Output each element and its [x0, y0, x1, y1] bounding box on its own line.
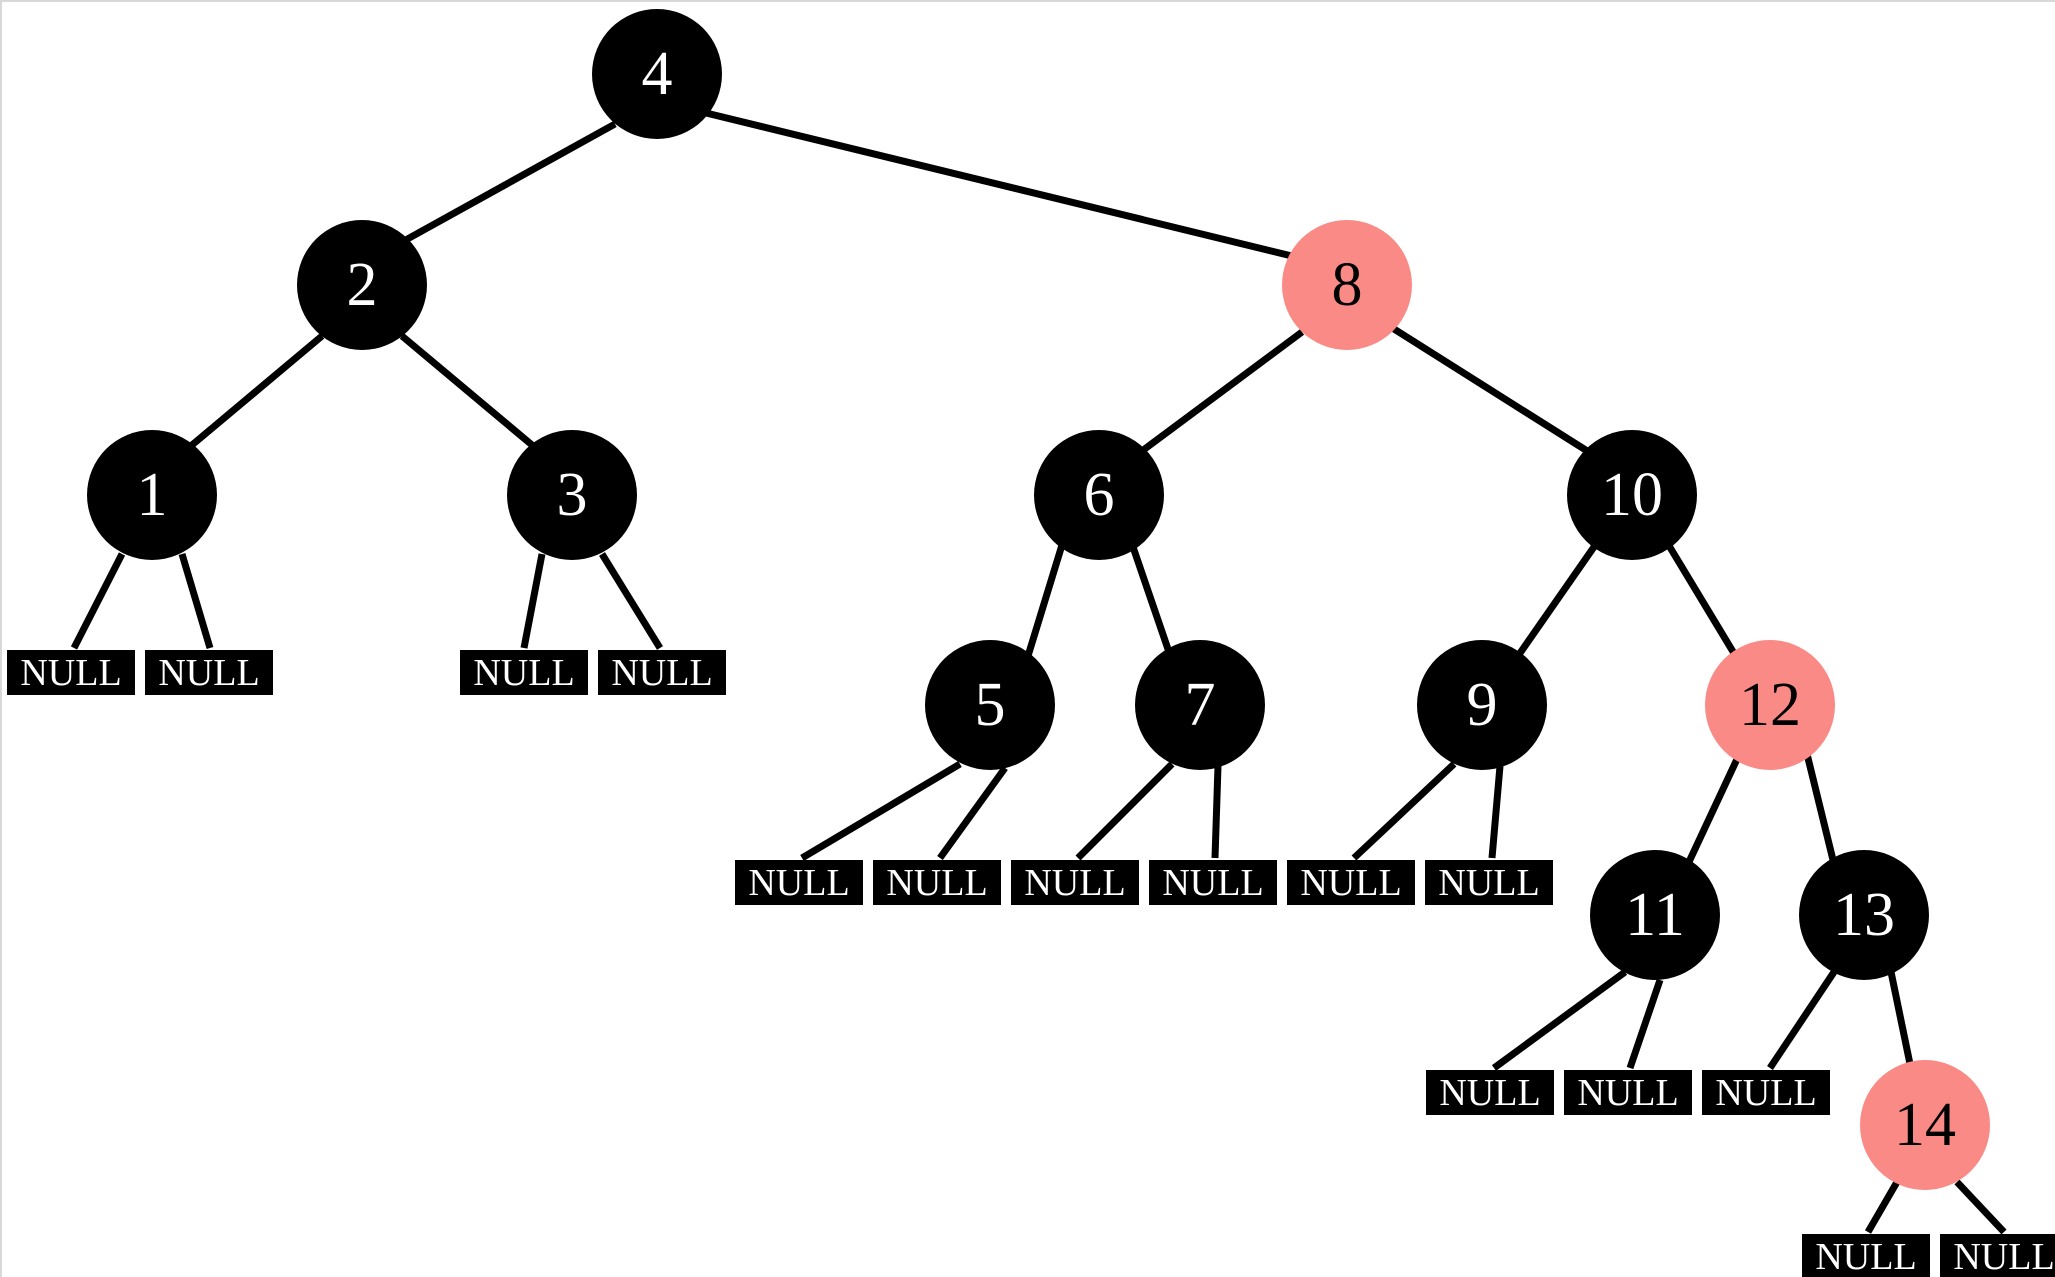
- tree-node-label: 3: [556, 461, 588, 529]
- null-leaf-label: NULL: [1162, 861, 1264, 904]
- tree-edge-n1-null2: [178, 553, 214, 649]
- null-leaf-label: NULL: [1577, 1071, 1679, 1114]
- null-leaf-label: NULL: [1300, 861, 1402, 904]
- null-leaf-label: NULL: [158, 651, 260, 694]
- tree-node-label: 9: [1466, 671, 1498, 739]
- tree-node-8[interactable]: 8: [1282, 220, 1412, 350]
- null-leaf-null11: NULL: [1426, 1070, 1554, 1115]
- tree-node-14[interactable]: 14: [1860, 1060, 1990, 1190]
- tree-edge-n10-n12: [1665, 542, 1738, 657]
- null-leaf-label: NULL: [886, 861, 988, 904]
- tree-node-4[interactable]: 4: [592, 9, 722, 139]
- null-leaf-null4: NULL: [598, 650, 726, 695]
- null-leaf-label: NULL: [1815, 1235, 1917, 1277]
- tree-edge-n3-null4: [599, 552, 663, 650]
- tree-node-7[interactable]: 7: [1135, 640, 1265, 770]
- tree-edge-n8-n10: [1392, 326, 1594, 457]
- tree-edge-n6-n5: [1024, 543, 1066, 658]
- tree-node-3[interactable]: 3: [507, 430, 637, 560]
- null-leaf-label: NULL: [748, 861, 850, 904]
- tree-node-label: 6: [1083, 461, 1115, 529]
- null-leaf-label: NULL: [611, 651, 713, 694]
- tree-edge-n7-null7: [1075, 761, 1175, 861]
- tree-edge-n13-null13: [1767, 970, 1837, 1070]
- null-leaf-label: NULL: [1953, 1235, 2055, 1277]
- null-leaf-null3: NULL: [460, 650, 588, 695]
- null-leaf-null13: NULL: [1702, 1070, 1830, 1115]
- tree-edge-n11-null11: [1491, 969, 1628, 1071]
- tree-edge-n4-n2: [400, 120, 617, 246]
- tree-node-5[interactable]: 5: [925, 640, 1055, 770]
- null-leaf-label: NULL: [1439, 1071, 1541, 1114]
- tree-node-label: 12: [1739, 671, 1801, 739]
- null-leaf-label: NULL: [473, 651, 575, 694]
- null-leaf-label: NULL: [20, 651, 122, 694]
- tree-node-label: 10: [1601, 461, 1663, 529]
- tree-node-label: 2: [346, 251, 378, 319]
- null-leaf-label: NULL: [1438, 861, 1540, 904]
- tree-node-9[interactable]: 9: [1417, 640, 1547, 770]
- tree-node-2[interactable]: 2: [297, 220, 427, 350]
- tree-node-label: 5: [974, 671, 1006, 739]
- null-leaf-null9: NULL: [1287, 860, 1415, 905]
- null-leaf-null10: NULL: [1425, 860, 1553, 905]
- tree-edge-n8-n6: [1139, 329, 1305, 454]
- tree-node-label: 7: [1184, 671, 1216, 739]
- null-leaf-null12: NULL: [1564, 1070, 1692, 1115]
- tree-edge-n4-n8: [701, 108, 1301, 262]
- null-leaf-null15: NULL: [1940, 1234, 2055, 1277]
- tree-edge-n10-n9: [1515, 541, 1599, 659]
- tree-node-label: 8: [1331, 251, 1363, 319]
- tree-node-1[interactable]: 1: [87, 430, 217, 560]
- tree-edge-n14-null15: [1954, 1179, 2007, 1235]
- tree-edge-n2-n3: [399, 333, 535, 448]
- tree-node-13[interactable]: 13: [1799, 850, 1929, 980]
- null-leaf-label: NULL: [1024, 861, 1126, 904]
- tree-edge-n9-null9: [1351, 761, 1457, 861]
- tree-edge-n12-n11: [1684, 755, 1742, 866]
- null-leaf-label: NULL: [1715, 1071, 1817, 1114]
- tree-node-12[interactable]: 12: [1705, 640, 1835, 770]
- tree-node-label: 14: [1894, 1091, 1956, 1159]
- tree-edge-n3-null3: [520, 553, 546, 649]
- tree-node-11[interactable]: 11: [1590, 850, 1720, 980]
- tree-edge-n6-n7: [1128, 542, 1174, 657]
- tree-edge-n5-null5: [800, 760, 962, 862]
- tree-node-label: 11: [1625, 881, 1685, 949]
- tree-edge-n12-n13: [1803, 753, 1838, 865]
- tree-edge-n2-n1: [189, 333, 325, 448]
- tree-edge-n9-null10: [1488, 765, 1504, 859]
- null-leaf-null6: NULL: [873, 860, 1001, 905]
- null-leaf-null2: NULL: [145, 650, 273, 695]
- null-leaf-null1: NULL: [7, 650, 135, 695]
- tree-node-label: 4: [641, 40, 673, 108]
- tree-edge-n7-null8: [1211, 765, 1222, 859]
- tree-node-10[interactable]: 10: [1567, 430, 1697, 560]
- tree-edge-n1-null1: [70, 552, 126, 650]
- null-leaf-null5: NULL: [735, 860, 863, 905]
- tree-edge-n13-n14: [1886, 966, 1914, 1065]
- tree-edge-n5-null6: [937, 765, 1008, 861]
- null-leaf-null8: NULL: [1149, 860, 1277, 905]
- tree-node-label: 13: [1833, 881, 1895, 949]
- tree-edge-n11-null12: [1626, 978, 1664, 1070]
- null-leaf-null14: NULL: [1802, 1234, 1930, 1277]
- tree-edge-n14-null14: [1864, 1180, 1901, 1234]
- tree-node-6[interactable]: 6: [1034, 430, 1164, 560]
- tree-node-label: 1: [136, 461, 168, 529]
- null-leaf-null7: NULL: [1011, 860, 1139, 905]
